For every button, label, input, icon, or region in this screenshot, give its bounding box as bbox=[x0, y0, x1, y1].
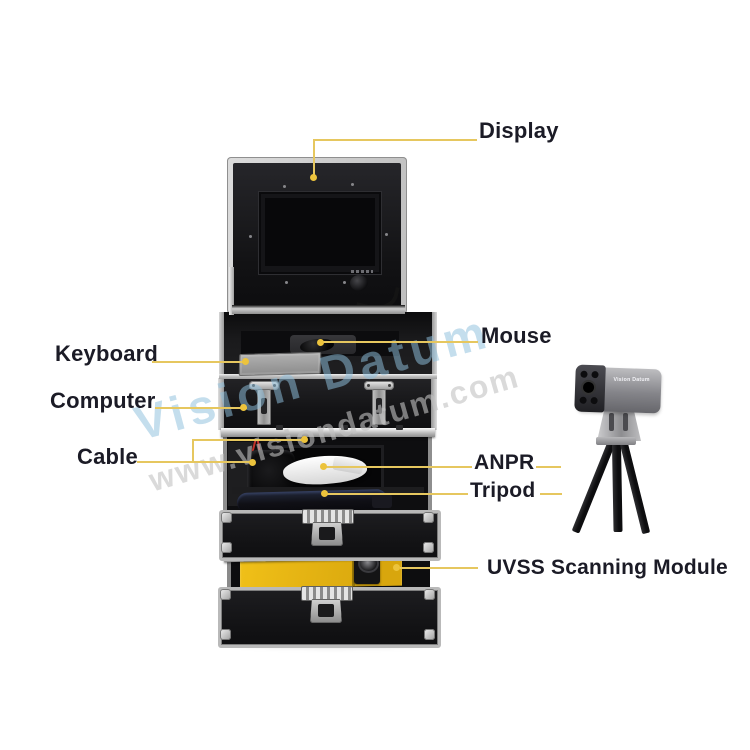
corner-cap bbox=[221, 542, 232, 553]
anpr-leader-dot bbox=[320, 463, 327, 470]
label-cable: Cable bbox=[77, 444, 138, 469]
tripod-head-plate bbox=[596, 437, 636, 445]
uvss-leader-line bbox=[400, 567, 478, 569]
clamp-strap bbox=[372, 389, 386, 425]
anpr-leader-stub bbox=[536, 466, 561, 468]
label-mouse: Mouse bbox=[481, 323, 552, 348]
cable-leader-line-top bbox=[192, 439, 307, 441]
drawer2-latch-handle bbox=[301, 586, 353, 628]
keyboard-device bbox=[238, 351, 322, 377]
label-display: Display bbox=[479, 118, 559, 143]
display-leader-line bbox=[313, 139, 315, 178]
tripod-leader-stub bbox=[540, 493, 562, 495]
cable-leader-line bbox=[192, 439, 194, 463]
tripod-leg-center bbox=[612, 443, 623, 533]
uvss-leader-dot bbox=[393, 564, 400, 571]
display-screen bbox=[265, 198, 375, 266]
corner-cap bbox=[220, 629, 231, 640]
case-clamp-right bbox=[364, 381, 394, 427]
tripod-leader-dot bbox=[321, 490, 328, 497]
mouse-leader-line bbox=[322, 341, 478, 343]
case-clamp-left bbox=[249, 381, 279, 427]
lid-strut bbox=[229, 267, 234, 315]
clamp-bar bbox=[364, 381, 394, 390]
screw-icon bbox=[343, 281, 346, 284]
lid-hinge-bar bbox=[232, 305, 405, 314]
display-leader-dot bbox=[310, 174, 317, 181]
cable-leader-dot-bottom bbox=[249, 459, 256, 466]
corner-cap bbox=[423, 542, 434, 553]
drawer1-latch-handle bbox=[302, 509, 354, 551]
display-screen-bezel bbox=[259, 192, 381, 274]
label-computer: Computer bbox=[50, 388, 156, 413]
label-tripod: Tripod bbox=[470, 479, 536, 502]
anpr-leader-line bbox=[325, 466, 472, 468]
screw-icon bbox=[351, 183, 354, 186]
label-uvss-module: UVSS Scanning Module bbox=[487, 556, 728, 579]
screw-icon bbox=[285, 281, 288, 284]
screen-buttons bbox=[351, 270, 373, 273]
tripod-leg-left bbox=[571, 442, 615, 534]
clamp-strap bbox=[257, 389, 271, 425]
keyboard-leader-dot bbox=[242, 358, 249, 365]
corner-cap bbox=[423, 512, 434, 523]
tripod-leg-right bbox=[620, 443, 651, 535]
corner-cap bbox=[220, 589, 231, 600]
label-anpr: ANPR bbox=[474, 451, 535, 474]
camera-bracket bbox=[597, 407, 641, 441]
tripod-bag-end bbox=[372, 494, 392, 508]
screw-icon bbox=[249, 235, 252, 238]
camera-front-face bbox=[574, 364, 606, 413]
corner-cap bbox=[424, 629, 435, 640]
screw-icon bbox=[385, 233, 388, 236]
lid-cable-port bbox=[350, 275, 368, 291]
case-lid bbox=[227, 157, 407, 316]
lid-interior bbox=[233, 163, 401, 316]
computer-leader-line bbox=[155, 407, 247, 409]
tripod-leader-line bbox=[326, 493, 468, 495]
anpr-camera-on-tripod: Vision Datum bbox=[574, 364, 662, 414]
drawer-rail-top bbox=[221, 425, 435, 437]
case-molding bbox=[219, 374, 437, 379]
corner-cap bbox=[424, 589, 435, 600]
screw-icon bbox=[283, 185, 286, 188]
clamp-bar bbox=[249, 381, 279, 390]
corner-cap bbox=[221, 512, 232, 523]
mouse-leader-dot bbox=[317, 339, 324, 346]
camera-brand-label: Vision Datum bbox=[613, 376, 650, 383]
cable-leader-dot-top bbox=[301, 436, 308, 443]
cable-leader-line bbox=[137, 461, 194, 463]
computer-leader-dot bbox=[240, 404, 247, 411]
keyboard-leader-line bbox=[152, 361, 248, 363]
display-leader-line bbox=[313, 139, 477, 141]
cable-leader-line-bottom bbox=[192, 461, 254, 463]
label-keyboard: Keyboard bbox=[55, 341, 159, 366]
